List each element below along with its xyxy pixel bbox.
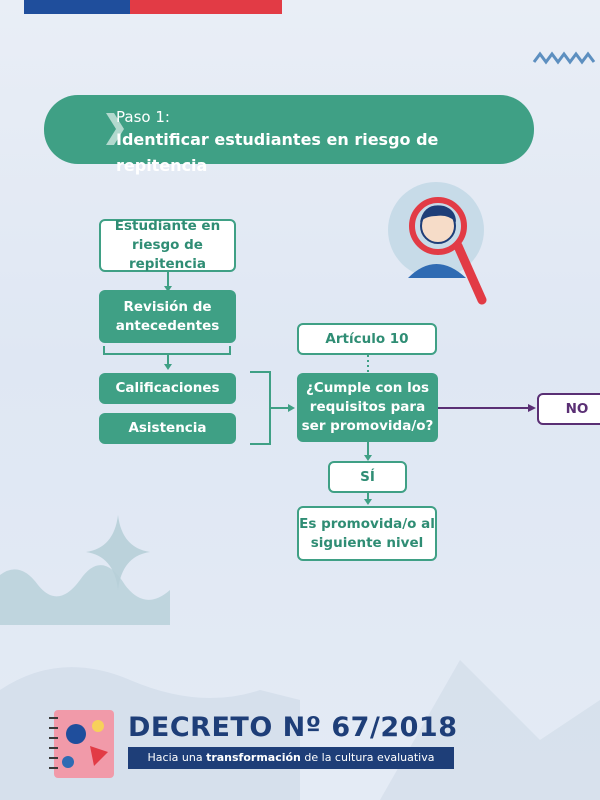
node-review-background: Revisión de antecedentes xyxy=(99,290,236,343)
step-banner: Paso 1: Identificar estudiantes en riesg… xyxy=(44,95,534,175)
step-title: Identificar estudiantes en riesgo de rep… xyxy=(116,130,439,175)
footer-subtitle: Hacia una transformación de la cultura e… xyxy=(128,747,454,769)
node-result-promoted: Es promovida/o al siguiente nivel xyxy=(297,506,437,561)
node-promotion-question: ¿Cumple con los requisitos para ser prom… xyxy=(297,373,438,442)
node-grades: Calificaciones xyxy=(99,373,236,404)
node-attendance: Asistencia xyxy=(99,413,236,444)
node-article: Artículo 10 xyxy=(297,323,437,355)
notebook-icon xyxy=(49,710,114,778)
node-student-at-risk: Estudiante en riesgo de repitencia xyxy=(99,218,236,272)
step-number: Paso 1: xyxy=(116,108,170,126)
flag-stripe-blue xyxy=(24,0,130,14)
magnifier-student-icon xyxy=(388,182,487,305)
chevron-right-icon xyxy=(106,113,124,145)
node-no: NO xyxy=(537,393,600,425)
node-yes: SÍ xyxy=(328,461,407,493)
footer-title: DECRETO Nº 67/2018 xyxy=(128,712,458,743)
footer-subtitle-bold: transformación xyxy=(206,751,301,764)
flag-stripe-red xyxy=(130,0,282,14)
wave-decoration xyxy=(532,51,596,65)
footer-subtitle-end: de la cultura evaluativa xyxy=(300,751,435,764)
footer-subtitle-start: Hacia una xyxy=(147,751,207,764)
